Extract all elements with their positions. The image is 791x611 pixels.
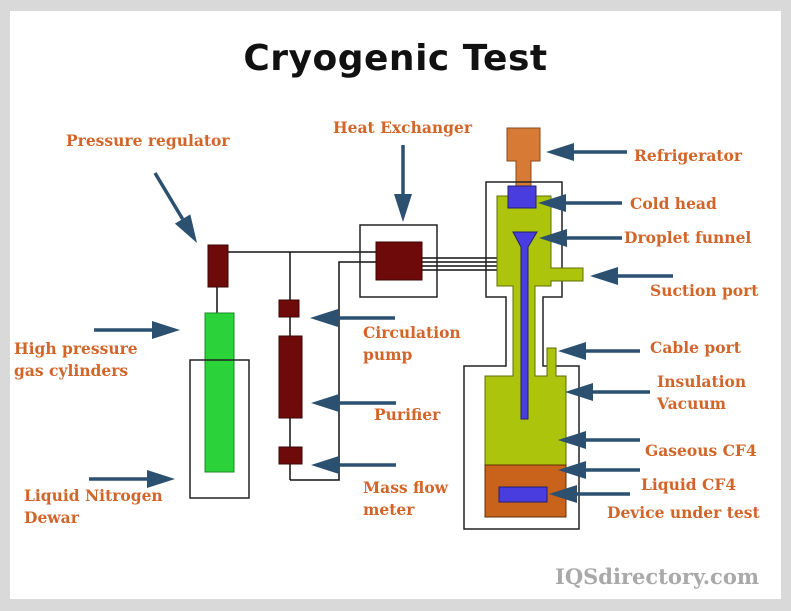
refrigerator [506,127,541,188]
arrow-pressure-regulator [153,172,197,243]
arrow-mass-flow-meter [311,456,396,474]
arrow-liquid-cf4 [558,461,640,479]
arrow-droplet-funnel [539,229,622,247]
gas-cylinder [204,312,235,473]
label-line: Liquid Nitrogen [24,486,163,505]
label-heat-exchanger: Heat Exchanger [333,118,473,137]
purifier [278,335,303,419]
arrow-liquid-nitrogen-dewar [89,470,175,488]
label-line: High pressure [14,339,138,358]
label-line: Mass flow [363,478,449,497]
arrow-head [546,143,574,161]
arrow-head [311,456,339,474]
pipes [216,251,497,481]
arrow-head [558,461,586,479]
label-mass-flow-meter: Mass flow meter [363,477,448,521]
arrow-cold-head [538,194,622,212]
device-under-test [498,486,548,503]
cold-head [507,185,537,209]
arrow-head [539,229,567,247]
label-line: Circulation [363,323,461,342]
cryostat-inner-vessel [484,195,584,518]
label-cable-port: Cable port [650,338,741,357]
pipe-return [290,261,377,481]
arrow-cable-port [558,342,640,360]
diagram-title: Cryogenic Test [243,38,548,79]
watermark: IQSdirectory.com [555,564,760,589]
label-droplet-funnel: Droplet funnel [624,228,752,247]
arrow-head [590,267,618,285]
label-refrigerator: Refrigerator [634,146,743,165]
cryostat-vacuum-wall [463,181,580,530]
label-device-under-test: Device under test [607,503,760,522]
arrow-head [538,194,566,212]
arrows [89,143,673,503]
arrow-head [147,470,175,488]
arrow-head [565,383,593,401]
arrow-head [558,342,586,360]
arrow-gaseous-cf4 [558,431,640,449]
arrow-heat-exchanger [394,145,412,222]
droplet-funnel [512,231,538,420]
label-suction-port: Suction port [650,281,759,300]
arrow-head [310,309,338,327]
arrow-head [311,394,339,412]
label-purifier: Purifier [374,405,441,424]
arrow-head [174,214,197,243]
circulation-pump [278,299,300,318]
arrow-insulation-vacuum [565,383,650,401]
label-liquid-cf4: Liquid CF4 [641,475,737,494]
label-insulation-vacuum: Insulation Vacuum [657,371,746,415]
arrow-suction-port [590,267,673,285]
diagram-canvas [10,11,781,599]
label-line: meter [363,500,415,519]
label-line: Insulation [657,372,747,391]
arrow-circulation-pump [310,309,395,327]
arrow-refrigerator [546,143,627,161]
label-gaseous-cf4: Gaseous CF4 [645,441,757,460]
arrow-high-pressure-gas-cylinders [94,321,180,339]
arrow-head [558,431,586,449]
label-line: pump [363,345,413,364]
liquid-nitrogen-dewar [189,359,250,499]
heat-exchanger-core [375,241,423,281]
arrow-device-under-test [549,485,630,503]
arrow-head [152,321,180,339]
label-cold-head: Cold head [630,194,717,213]
label-pressure-regulator: Pressure regulator [66,131,230,150]
label-line: Dewar [24,508,79,527]
arrow-purifier [311,394,396,412]
label-circulation-pump: Circulation pump [363,322,461,366]
mass-flow-meter [278,446,303,465]
label-liquid-nitrogen-dewar: Liquid Nitrogen Dewar [24,485,163,529]
arrow-head [549,485,577,503]
label-line: Vacuum [657,394,727,413]
label-line: gas cylinders [14,361,129,380]
arrow-shaft [153,172,185,220]
label-high-pressure-gas-cylinders: High pressure gas cylinders [14,338,138,382]
heat-exchanger-housing [359,224,438,298]
pressure-regulator [207,244,229,288]
arrow-head [394,194,412,222]
